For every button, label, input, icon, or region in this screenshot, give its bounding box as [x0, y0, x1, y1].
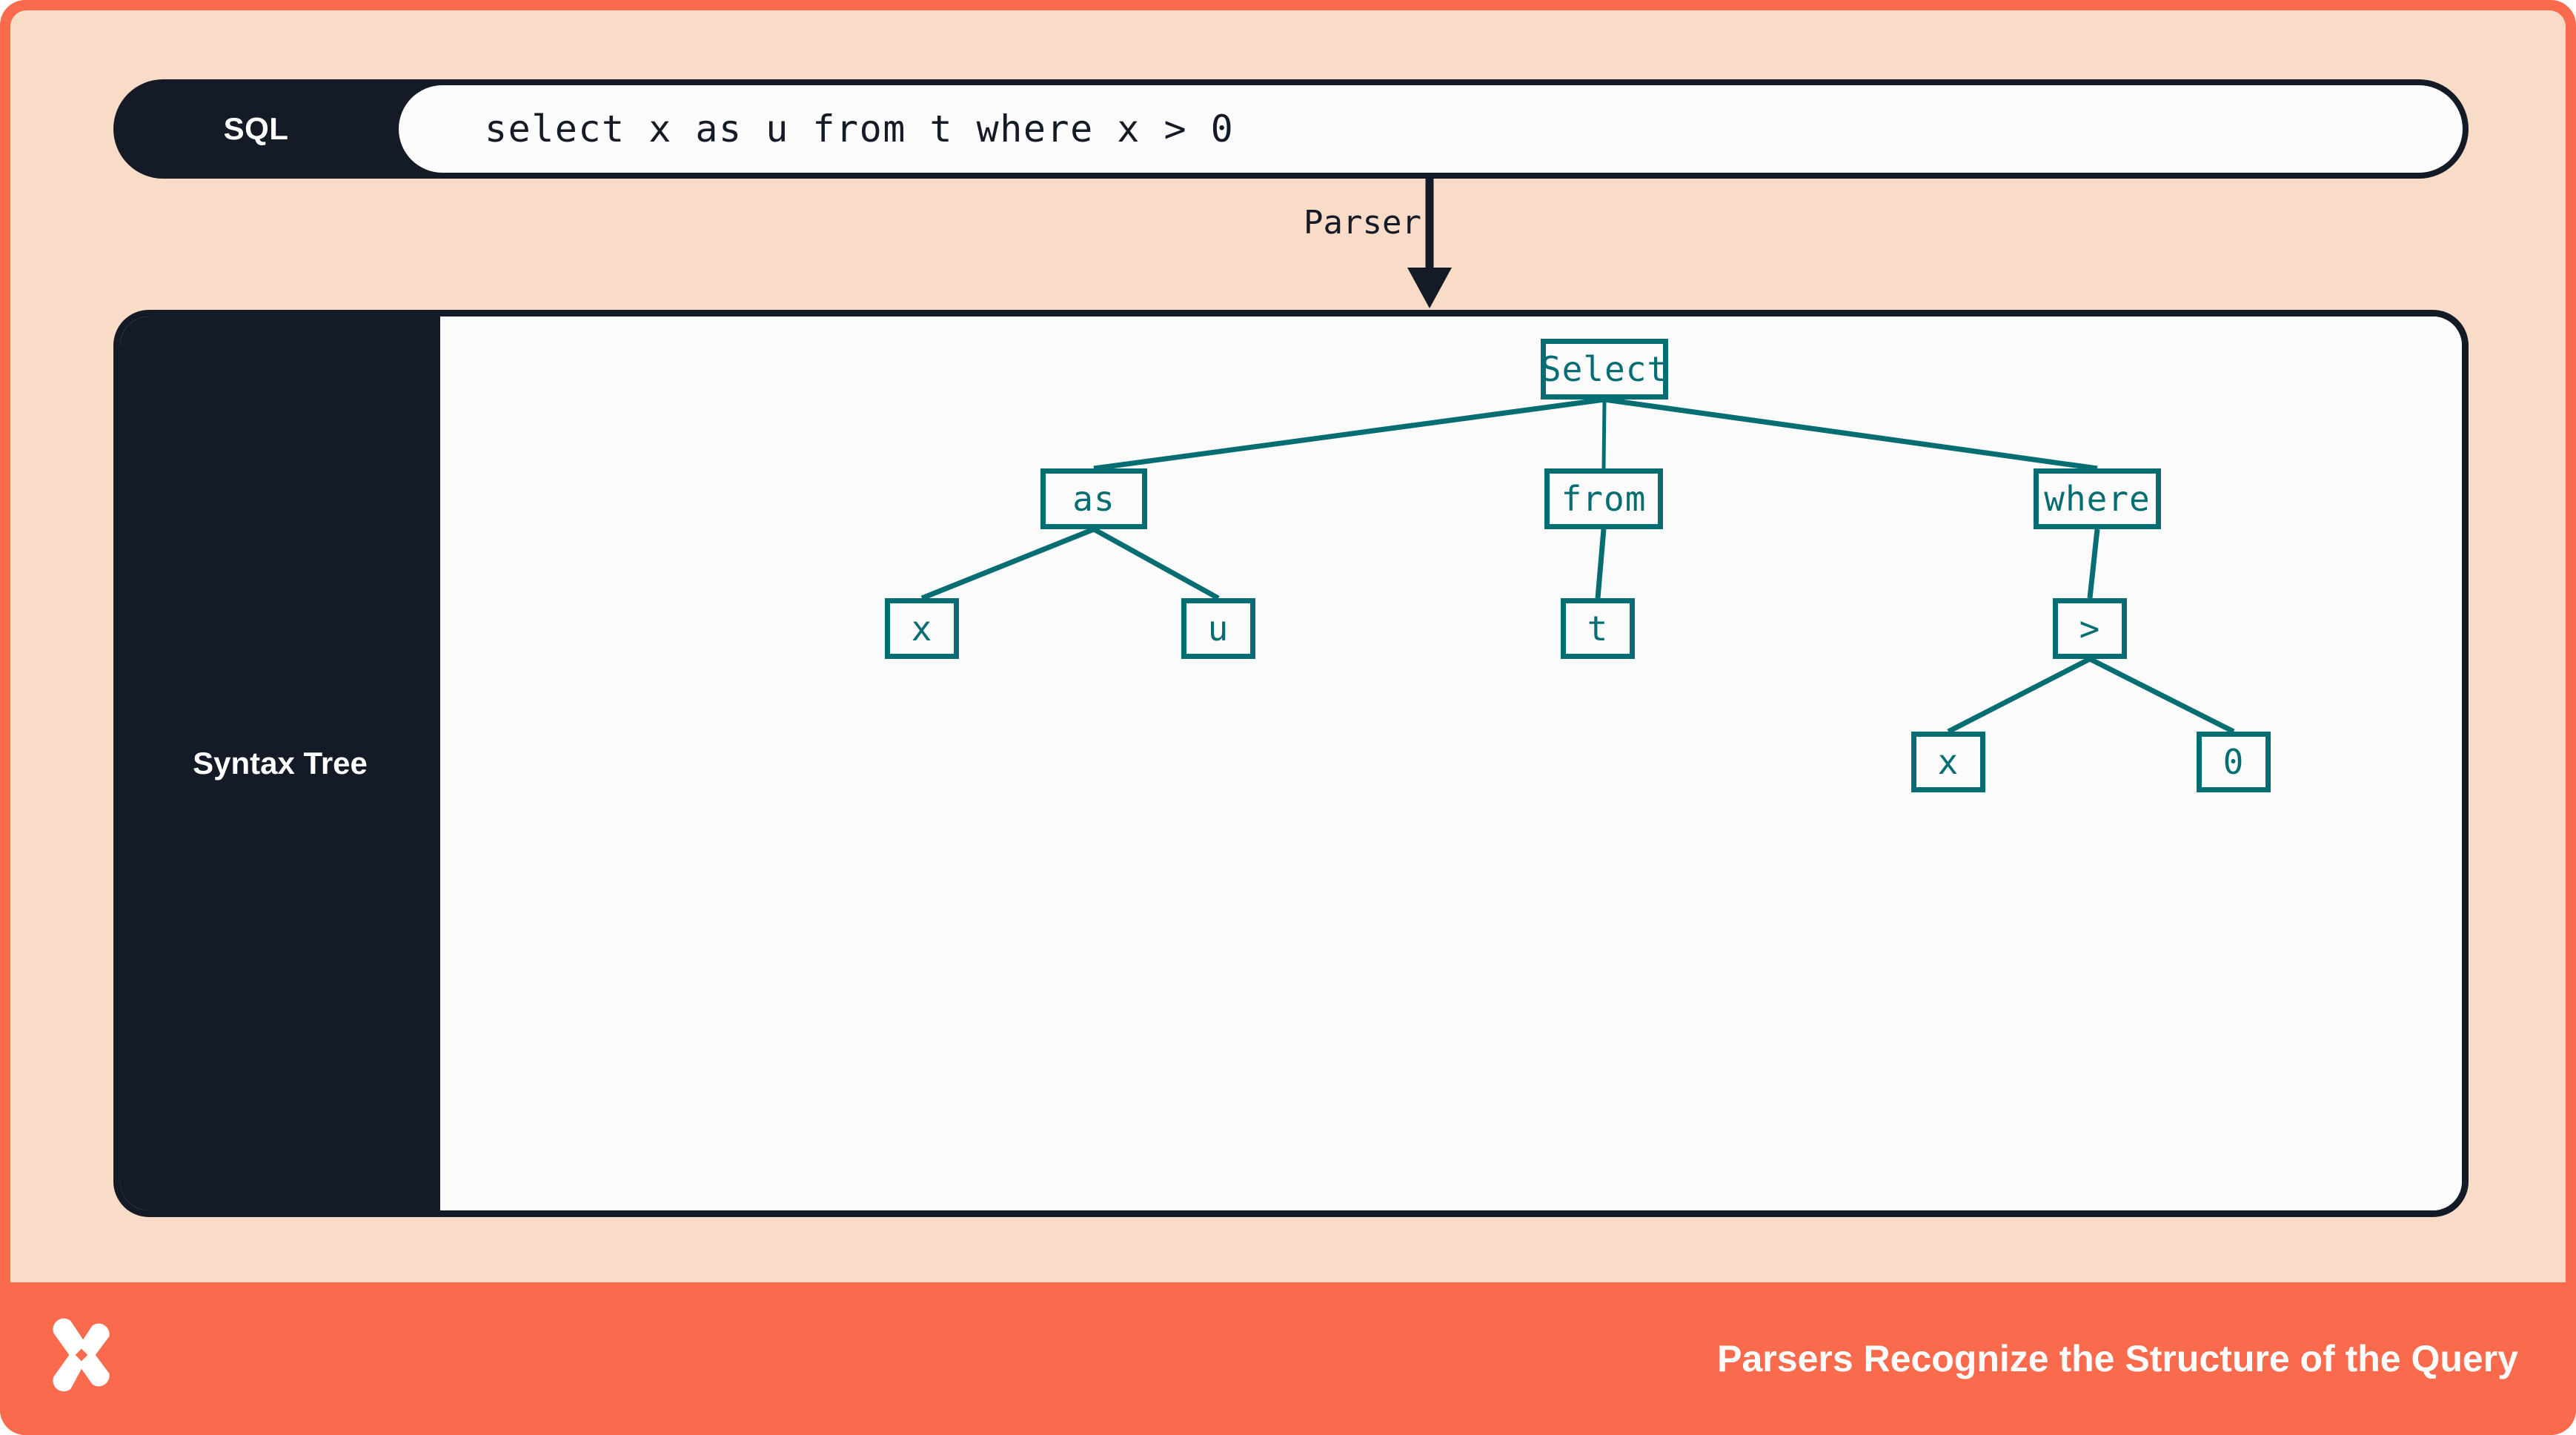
- tree-edge-as-as_u: [1092, 526, 1220, 601]
- parser-transform: Parser: [1263, 179, 1596, 308]
- tree-node-where[interactable]: where: [2034, 468, 2161, 529]
- tree-node-as_u[interactable]: u: [1181, 598, 1255, 659]
- footer-caption: Parsers Recognize the Structure of the Q…: [1717, 1338, 2518, 1379]
- tree-node-label: u: [1207, 609, 1229, 649]
- syntax-tree-canvas: Select as from where x u t > x 0: [440, 317, 2462, 1210]
- poster-body: SQL select x as u from t where x > 0 Par…: [10, 10, 2566, 1282]
- tree-edge-as-as_x: [920, 526, 1095, 601]
- tree-edge-where-gt: [2087, 528, 2100, 599]
- brand-x-logo-icon: [53, 1318, 110, 1392]
- syntax-tree-label: Syntax Tree: [120, 317, 440, 1210]
- parser-arrow-icon: [1407, 179, 1452, 308]
- tree-node-label: x: [911, 609, 933, 649]
- tree-edge-from-from_t: [1595, 528, 1607, 599]
- tree-node-label: t: [1587, 609, 1609, 649]
- tree-edge-select-where: [1604, 397, 2098, 471]
- tree-node-label: Select: [1540, 349, 1669, 389]
- sql-query-text: select x as u from t where x > 0: [485, 107, 1235, 150]
- footer-bar: Parsers Recognize the Structure of the Q…: [0, 1282, 2576, 1435]
- tree-node-from_t[interactable]: t: [1561, 598, 1635, 659]
- parser-label: Parser: [1304, 204, 1421, 242]
- tree-node-as[interactable]: as: [1040, 468, 1147, 529]
- sql-label: SQL: [223, 111, 289, 146]
- tree-node-label: as: [1072, 479, 1115, 519]
- tree-node-select[interactable]: Select: [1541, 339, 1668, 400]
- tree-node-label: 0: [2223, 742, 2245, 782]
- syntax-tree-panel: Syntax Tree Select as from where x u t > x 0: [113, 310, 2469, 1217]
- sql-query-field[interactable]: select x as u from t where x > 0: [399, 85, 2463, 173]
- sql-input-row: SQL select x as u from t where x > 0: [113, 79, 2469, 179]
- tree-edge-gt-gt_0: [2088, 656, 2235, 735]
- tree-node-label: where: [2044, 479, 2151, 519]
- tree-edges: [920, 397, 2235, 735]
- tree-node-gt_x[interactable]: x: [1911, 732, 1985, 792]
- tree-node-as_x[interactable]: x: [885, 598, 959, 659]
- tree-node-from[interactable]: from: [1544, 468, 1663, 529]
- tree-node-gt_0[interactable]: 0: [2197, 732, 2271, 792]
- tree-edge-select-as: [1093, 397, 1605, 471]
- tree-node-label: x: [1937, 742, 1959, 782]
- tree-edge-gt-gt_x: [1947, 656, 2091, 735]
- tree-node-label: from: [1561, 479, 1647, 519]
- tree-node-gt[interactable]: >: [2053, 598, 2127, 659]
- tree-node-label: >: [2079, 609, 2101, 649]
